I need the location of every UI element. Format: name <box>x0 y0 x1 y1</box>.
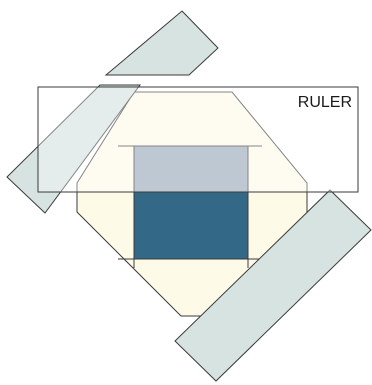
ruler-label: RULER <box>298 94 352 111</box>
cut-strip-top <box>106 11 218 75</box>
center-square-bottom <box>134 192 248 259</box>
